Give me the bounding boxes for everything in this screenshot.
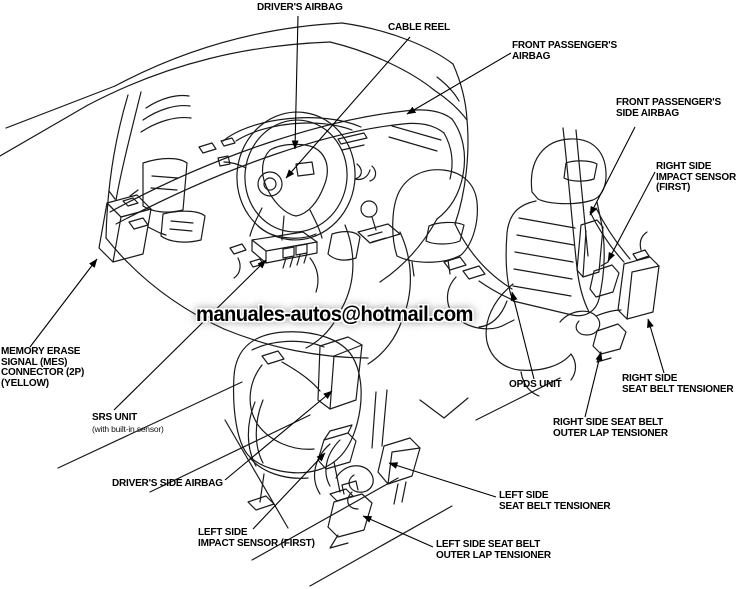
srs-unit-box — [251, 231, 319, 293]
left-belt-cluster — [313, 389, 421, 549]
leader-front-passengers-side-airbag — [589, 126, 636, 216]
watermark-text: manuales-autos@hotmail.com — [196, 303, 473, 326]
right-bpillar-components — [559, 127, 660, 363]
label-left-side-impact-sensor: LEFT SIDE IMPACT SENSOR (FIRST) — [198, 527, 315, 549]
right-outer-lap-tensioner-box — [592, 323, 627, 355]
label-drivers-side-airbag: DRIVER'S SIDE AIRBAG — [112, 478, 223, 489]
label-front-passengers-airbag: FRONT PASSENGER'S AIRBAG — [512, 40, 617, 62]
label-left-side-outer-lap-tensioner: LEFT SIDE SEAT BELT OUTER LAP TENSIONER — [436, 539, 551, 561]
leader-drivers-side-airbag — [224, 390, 333, 481]
label-right-side-seat-belt-tensioner: RIGHT SIDE SEAT BELT TENSIONER — [622, 373, 734, 395]
center-console — [305, 200, 411, 365]
right-impact-sensor-box — [589, 264, 620, 298]
leader-right-side-outer-lap-tensioner — [584, 351, 603, 418]
label-right-side-impact-sensor: RIGHT SIDE IMPACT SENSOR (FIRST) — [656, 161, 736, 193]
label-right-side-outer-lap-tensioner: RIGHT SIDE SEAT BELT OUTER LAP TENSIONER — [553, 417, 668, 439]
dashboard — [109, 94, 466, 283]
passenger-seat — [478, 138, 607, 397]
driver-side-airbag-module — [317, 336, 363, 410]
mes-connector-box — [98, 189, 167, 263]
leader-left-side-impact-sensor — [252, 452, 326, 530]
leader-front-passengers-airbag — [406, 52, 512, 115]
label-srs-unit: SRS UNIT(with built-in sensor) — [92, 412, 164, 434]
srs-unit-title: SRS UNIT — [92, 412, 138, 423]
driver-headrest — [392, 169, 478, 277]
right-tensioner-box — [617, 256, 660, 320]
leader-cable-reel — [285, 36, 411, 179]
opds-harness — [443, 256, 515, 330]
label-front-passengers-side-airbag: FRONT PASSENGER'S SIDE AIRBAG — [616, 97, 721, 119]
leader-right-side-impact-sensor — [607, 171, 656, 262]
leader-left-side-seat-belt-tensioner — [388, 462, 497, 498]
leader-memory-erase-signal — [29, 258, 98, 348]
label-drivers-airbag: DRIVER'S AIRBAG — [257, 2, 343, 13]
leader-drivers-airbag — [291, 15, 299, 150]
left-outer-lap-tensioner-box — [327, 493, 373, 538]
srs-unit-subtitle: (with built-in sensor) — [92, 423, 164, 434]
leader-lines — [29, 15, 665, 548]
leader-right-side-seat-belt-tensioner — [647, 318, 665, 374]
leader-left-side-outer-lap-tensioner — [362, 515, 434, 548]
label-cable-reel: CABLE REEL — [388, 22, 450, 33]
floor-lines — [57, 237, 561, 587]
roof-and-pillars — [0, 22, 513, 290]
label-opds-unit: OPDS UNIT — [509, 379, 562, 390]
leader-srs-unit — [113, 259, 267, 411]
steering-wheel — [217, 111, 356, 279]
label-memory-erase-signal: MEMORY ERASE SIGNAL (MES) CONNECTOR (2P)… — [1, 346, 85, 389]
leader-opds-unit — [510, 291, 535, 380]
left-tensioner-box — [377, 437, 421, 485]
label-left-side-seat-belt-tensioner: LEFT SIDE SEAT BELT TENSIONER — [499, 490, 611, 512]
